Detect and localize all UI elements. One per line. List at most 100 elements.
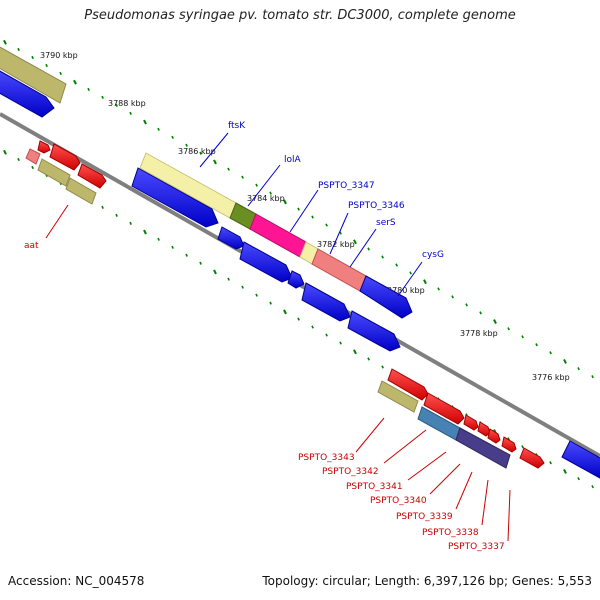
gene-dark-slate-blue <box>455 427 511 469</box>
tick-mark <box>451 295 454 299</box>
tick-label-3784: 3784 kbp <box>247 194 285 203</box>
tick-mark <box>213 159 217 165</box>
gene-label-PSPTO_3346[interactable]: PSPTO_3346 <box>348 201 405 211</box>
gene-label-aat[interactable]: aat <box>24 241 39 251</box>
tick-mark <box>423 279 427 285</box>
tick-label-3790: 3790 kbp <box>40 51 78 60</box>
tick-mark <box>45 63 48 68</box>
tick-label-3778: 3778 kbp <box>460 329 498 338</box>
tick-mark <box>325 223 328 227</box>
accession-text: Accession: NC_004578 <box>8 574 145 588</box>
tick-mark <box>297 317 300 321</box>
tick-mark <box>115 213 118 217</box>
tick-mark <box>199 151 202 155</box>
gene-khaki-left-2 <box>65 177 97 205</box>
tick-mark <box>241 285 244 289</box>
gene-red-lower-5 <box>487 428 501 444</box>
tick-mark <box>17 47 20 52</box>
gene-label-cysG[interactable]: cysG <box>422 250 444 260</box>
tick-mark <box>227 167 230 171</box>
bottom-label-leaders <box>355 417 511 542</box>
tick-label-3776: 3776 kbp <box>532 373 570 382</box>
tick-dots-upper <box>3 39 594 379</box>
gene-khaki-lower <box>377 380 419 413</box>
tick-mark <box>213 269 217 275</box>
tick-mark <box>59 71 62 76</box>
tick-mark <box>311 215 314 219</box>
gene-cluster-lower-right <box>377 368 600 479</box>
tick-mark <box>549 351 552 355</box>
tick-mark <box>353 239 357 245</box>
tick-labels: 3790 kbp 3788 kbp 3786 kbp 3784 kbp 3782… <box>40 51 570 382</box>
tick-mark <box>521 445 524 449</box>
tick-mark <box>409 271 412 275</box>
top-labels: ftsK lolA PSPTO_3347 PSPTO_3346 serS cys… <box>228 121 444 260</box>
tick-mark <box>339 231 342 235</box>
gene-label-serS[interactable]: serS <box>376 218 396 228</box>
tick-mark <box>3 149 7 155</box>
tick-mark <box>241 175 244 179</box>
gene-khaki-upper-left <box>0 46 67 104</box>
gene-label-PSPTO_3339[interactable]: PSPTO_3339 <box>396 512 453 522</box>
gene-blue-upper-left <box>0 70 55 118</box>
tick-mark <box>31 55 34 60</box>
tick-mark <box>269 301 272 305</box>
gene-label-PSPTO_3347[interactable]: PSPTO_3347 <box>318 181 375 191</box>
gene-label-lolA[interactable]: lolA <box>284 155 302 165</box>
tick-label-3786: 3786 kbp <box>178 147 216 156</box>
tick-label-3788: 3788 kbp <box>108 99 146 108</box>
gene-label-PSPTO_3342[interactable]: PSPTO_3342 <box>322 467 379 477</box>
gene-label-PSPTO_3343[interactable]: PSPTO_3343 <box>298 453 355 463</box>
top-label-leaders <box>199 132 423 297</box>
tick-mark <box>269 191 272 195</box>
gene-cluster-upper-left <box>0 46 67 118</box>
tick-mark <box>339 341 342 345</box>
tick-mark <box>367 357 370 361</box>
tick-mark <box>157 237 160 241</box>
gene-label-PSPTO_3341[interactable]: PSPTO_3341 <box>346 482 403 492</box>
tick-mark <box>563 469 567 474</box>
tick-mark <box>143 229 147 235</box>
tick-mark <box>367 247 370 251</box>
gene-blue-mid-4 <box>347 310 401 352</box>
gene-cluster-left <box>25 140 107 205</box>
tick-mark <box>437 287 440 291</box>
tick-mark <box>325 333 328 337</box>
tick-mark <box>227 277 230 281</box>
tick-mark <box>129 111 132 115</box>
gene-red-lower-4 <box>477 421 491 437</box>
left-label-leader <box>45 204 69 239</box>
tick-mark <box>493 319 497 325</box>
gene-blue-mid-2 <box>287 270 305 289</box>
tick-mark <box>297 207 300 211</box>
gene-label-PSPTO_3337[interactable]: PSPTO_3337 <box>448 542 505 552</box>
gene-label-PSPTO_3340[interactable]: PSPTO_3340 <box>370 496 427 506</box>
gene-label-ftsK[interactable]: ftsK <box>228 121 246 131</box>
gene-khaki-left-1 <box>37 158 71 187</box>
tick-mark <box>283 199 287 205</box>
tick-mark <box>199 261 202 265</box>
tick-mark <box>465 303 468 307</box>
tick-mark <box>255 183 258 187</box>
tick-mark <box>591 485 594 489</box>
gene-red-left-1 <box>37 140 51 154</box>
gene-label-PSPTO_3338[interactable]: PSPTO_3338 <box>422 528 479 538</box>
gene-red-lower-1 <box>387 368 429 401</box>
tick-mark <box>87 87 90 92</box>
gene-blue-mid-1 <box>239 241 293 283</box>
tick-mark <box>535 343 538 347</box>
tick-label-3782: 3782 kbp <box>317 240 355 249</box>
tick-mark <box>115 103 118 107</box>
gene-cluster-center <box>131 152 413 352</box>
gene-blue-far-right <box>561 440 600 479</box>
backbone-inner <box>0 64 600 406</box>
gene-red-lower-3 <box>463 414 479 431</box>
tick-mark <box>17 157 20 162</box>
tick-mark <box>563 359 567 364</box>
tick-mark <box>185 143 188 147</box>
bottom-labels: PSPTO_3343 PSPTO_3342 PSPTO_3341 PSPTO_3… <box>298 453 505 552</box>
tick-mark <box>577 367 580 371</box>
gene-red-lower-6 <box>501 436 517 453</box>
tick-mark <box>591 375 594 379</box>
